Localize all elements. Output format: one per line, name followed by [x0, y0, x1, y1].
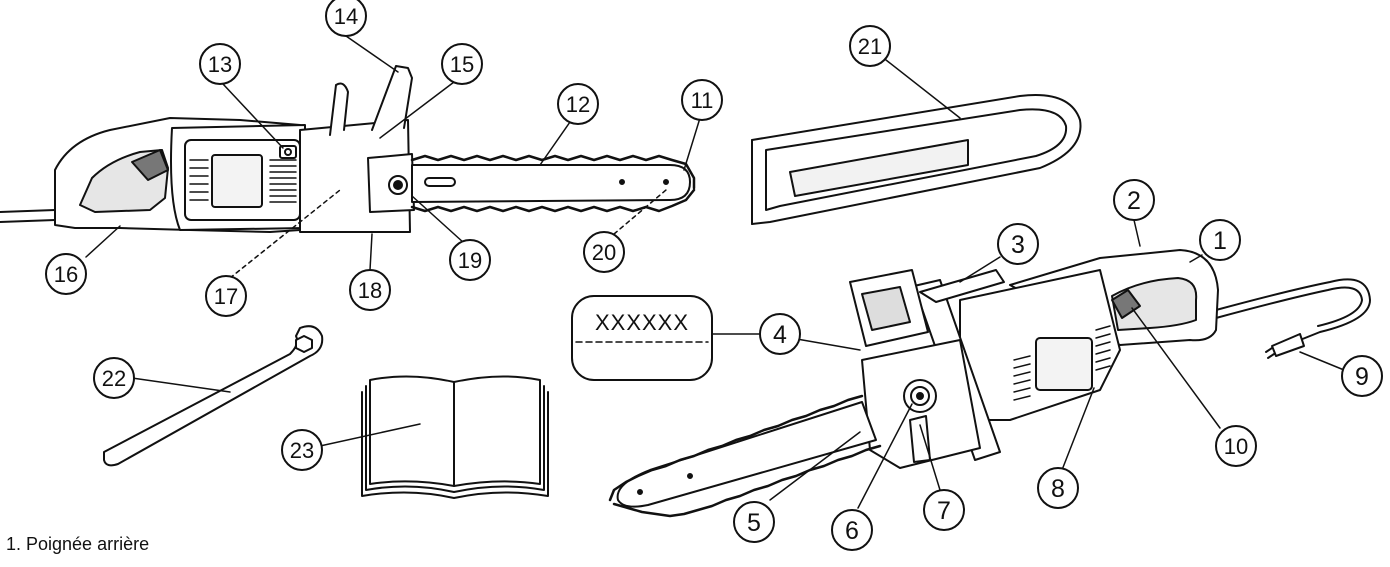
callout-15-text: 15 [450, 52, 474, 77]
callout-13: 13 [199, 43, 241, 85]
callout-6: 6 [831, 509, 873, 551]
callout-14-text: 14 [334, 4, 358, 29]
callout-2: 2 [1113, 179, 1155, 221]
callout-17: 17 [205, 275, 247, 317]
callout-11: 11 [681, 79, 723, 121]
callout-21-text: 21 [858, 34, 882, 59]
callout-19: 19 [449, 239, 491, 281]
leader-lines [85, 35, 1345, 509]
callout-17-text: 17 [214, 284, 238, 309]
callout-18: 18 [349, 269, 391, 311]
callout-15: 15 [441, 43, 483, 85]
callout-12-text: 12 [566, 92, 590, 117]
callout-5: 5 [733, 501, 775, 543]
callout-11-text: 11 [691, 88, 714, 113]
callout-20: 20 [583, 231, 625, 273]
callout-8: 8 [1037, 467, 1079, 509]
callout-7-text: 7 [937, 497, 951, 525]
callout-14: 14 [325, 0, 367, 37]
callout-10: 10 [1215, 425, 1257, 467]
callout-16-text: 16 [54, 262, 78, 287]
callout-7: 7 [923, 489, 965, 531]
callout-1: 1 [1199, 219, 1241, 261]
callout-23-text: 23 [290, 438, 314, 463]
wrench [103, 325, 324, 467]
instruction-book [361, 375, 549, 499]
callout-16: 16 [45, 253, 87, 295]
callout-23: 23 [281, 429, 323, 471]
callout-2-text: 2 [1127, 187, 1141, 215]
callout-9: 9 [1341, 355, 1383, 397]
legend-caption: 1. Poignée arrière [6, 534, 150, 554]
callouts: 1 2 3 4 5 6 7 8 9 10 11 12 13 14 15 16 1… [45, 0, 1383, 551]
callout-22: 22 [93, 357, 135, 399]
callout-18-text: 18 [358, 278, 382, 303]
callout-19-text: 19 [458, 248, 482, 273]
chainsaw-side-view [0, 65, 696, 233]
callout-1-text: 1 [1213, 227, 1227, 255]
chainsaw-perspective-view [608, 249, 1371, 518]
callout-4: 4 [759, 313, 801, 355]
callout-5-text: 5 [747, 509, 761, 537]
callout-3: 3 [997, 223, 1039, 265]
callout-8-text: 8 [1051, 475, 1065, 503]
callout-10-text: 10 [1224, 434, 1248, 459]
callout-6-text: 6 [845, 517, 859, 545]
callout-21: 21 [849, 25, 891, 67]
callout-4-text: 4 [773, 321, 787, 349]
callout-3-text: 3 [1011, 231, 1025, 259]
callout-9-text: 9 [1355, 363, 1369, 391]
chain-guard-scabbard [751, 94, 1082, 225]
rating-plate [571, 295, 761, 381]
callout-12: 12 [557, 83, 599, 125]
rating-plate-text: XXXXXX [595, 310, 689, 335]
callout-13-text: 13 [208, 52, 232, 77]
callout-22-text: 22 [102, 366, 126, 391]
callout-20-text: 20 [592, 240, 616, 265]
